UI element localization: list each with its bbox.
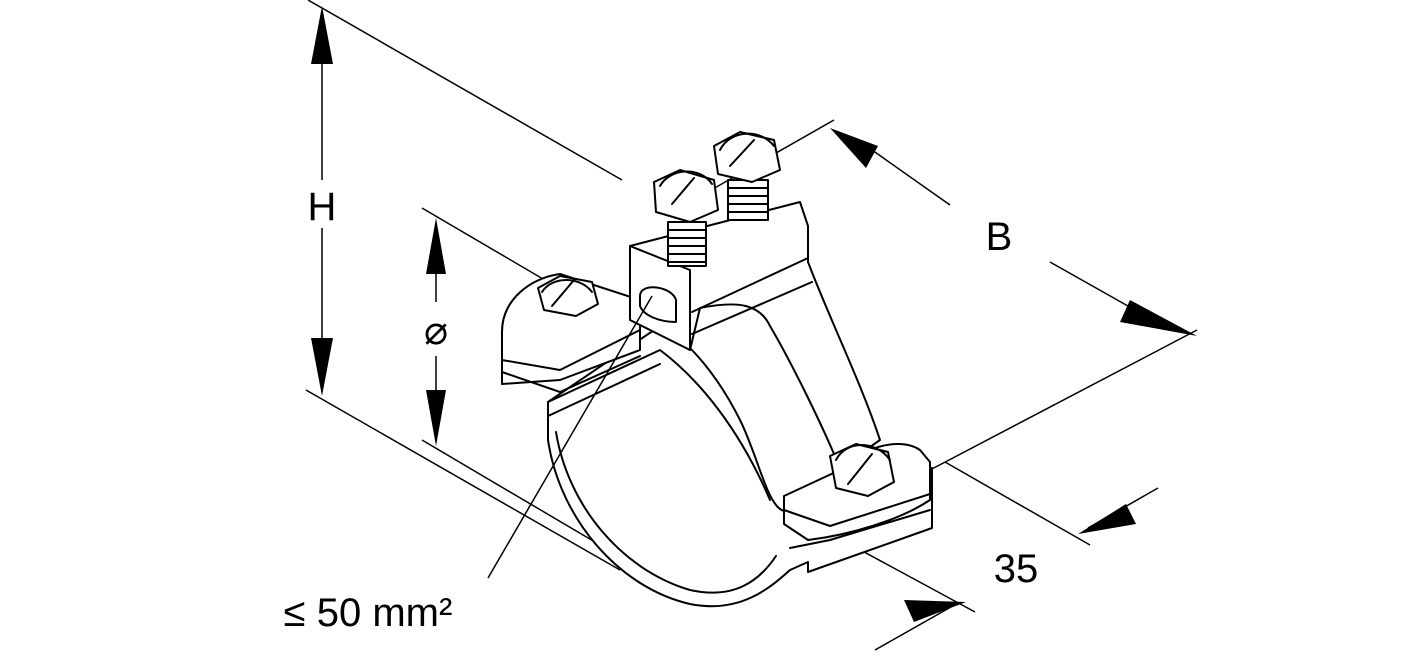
width-arrow-end — [1120, 300, 1197, 336]
depth-label: 35 — [994, 547, 1039, 591]
depth-dimension: 35 — [804, 461, 1159, 651]
top-screw-1 — [653, 169, 719, 267]
height-label: H — [308, 185, 337, 229]
height-dimension: H — [300, 0, 623, 571]
diameter-dimension: ⌀ — [414, 207, 631, 546]
width-arrow-start — [830, 128, 878, 168]
conductor-annotation: ≤ 50 mm² — [284, 295, 653, 635]
diameter-symbol: ⌀ — [424, 309, 448, 353]
width-dimension: B — [675, 119, 1198, 471]
left-flange — [501, 273, 641, 385]
right-flange-screw — [829, 443, 895, 497]
depth-arrow-right — [1078, 504, 1136, 534]
left-flange-screw — [537, 275, 599, 317]
clamp-body — [501, 201, 933, 608]
width-label: B — [986, 215, 1013, 259]
top-screw-2 — [713, 131, 781, 221]
conductor-label: ≤ 50 mm² — [284, 591, 453, 635]
diameter-arrow-bottom — [426, 390, 446, 446]
depth-arrow-left — [904, 600, 966, 622]
diameter-arrow-top — [426, 218, 446, 274]
height-arrow-bottom — [311, 338, 333, 396]
height-arrow-top — [311, 6, 333, 64]
